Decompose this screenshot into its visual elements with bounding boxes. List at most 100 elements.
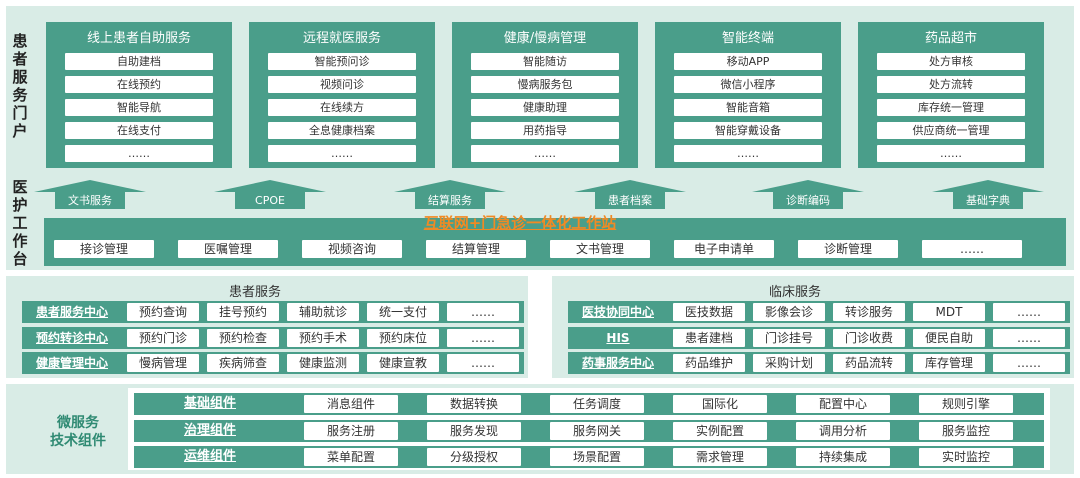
portal-item[interactable]: …… <box>877 145 1025 162</box>
service-item[interactable]: MDT <box>913 303 985 321</box>
portal-item[interactable]: 智能随访 <box>471 53 619 70</box>
service-item[interactable]: 转诊服务 <box>833 303 905 321</box>
workstation-item[interactable]: 电子申请单 <box>674 240 774 258</box>
arrow-head-icon <box>752 180 864 192</box>
service-item[interactable]: 预约查询 <box>127 303 199 321</box>
microservice-row-label: 基础组件 <box>183 396 236 411</box>
service-item[interactable]: 预约门诊 <box>127 329 199 347</box>
portal-item[interactable]: 微信小程序 <box>674 76 822 93</box>
portal-item[interactable]: 在线预约 <box>65 76 213 93</box>
service-item[interactable]: 挂号预约 <box>207 303 279 321</box>
microservices-label: 微服务 技术组件 <box>38 414 118 450</box>
portal-item[interactable]: 用药指导 <box>471 122 619 139</box>
microservice-item[interactable]: 调用分析 <box>796 422 890 440</box>
microservice-item[interactable]: 国际化 <box>673 395 767 413</box>
workstation-item[interactable]: 诊断管理 <box>798 240 898 258</box>
microservice-item[interactable]: 规则引擎 <box>919 395 1013 413</box>
service-item[interactable]: …… <box>447 303 519 321</box>
service-item[interactable]: 影像会诊 <box>753 303 825 321</box>
service-item[interactable]: 健康宣教 <box>367 354 439 372</box>
service-item[interactable]: …… <box>447 354 519 372</box>
arrow-label: 文书服务 <box>55 192 125 209</box>
arrow-label: 患者档案 <box>595 192 665 209</box>
service-item[interactable]: 库存管理 <box>913 354 985 372</box>
service-item[interactable]: 便民自助 <box>913 329 985 347</box>
microservices-label-line2: 技术组件 <box>50 433 106 449</box>
microservice-item[interactable]: 服务发现 <box>427 422 521 440</box>
portal-item[interactable]: 慢病服务包 <box>471 76 619 93</box>
portal-item[interactable]: 供应商统一管理 <box>877 122 1025 139</box>
up-arrow: 患者档案 <box>570 180 690 209</box>
portal-item[interactable]: 在线续方 <box>268 99 416 116</box>
microservice-item[interactable]: 服务注册 <box>304 422 398 440</box>
arrow-head-icon <box>932 180 1044 192</box>
service-row-label: 预约转诊中心 <box>35 331 108 345</box>
service-item[interactable]: 门诊挂号 <box>753 329 825 347</box>
microservice-item[interactable]: 实时监控 <box>919 448 1013 466</box>
workstation-item[interactable]: 医嘱管理 <box>178 240 278 258</box>
microservice-item[interactable]: 配置中心 <box>796 395 890 413</box>
workstation-item[interactable]: 文书管理 <box>550 240 650 258</box>
portal-item[interactable]: 库存统一管理 <box>877 99 1025 116</box>
service-item[interactable]: 预约检查 <box>207 329 279 347</box>
service-item[interactable]: 采购计划 <box>753 354 825 372</box>
microservice-item[interactable]: 服务监控 <box>919 422 1013 440</box>
service-item[interactable]: 患者建档 <box>673 329 745 347</box>
workstation-item[interactable]: …… <box>922 240 1022 258</box>
microservice-item[interactable]: 任务调度 <box>550 395 644 413</box>
workstation-item[interactable]: 结算管理 <box>426 240 526 258</box>
microservice-item[interactable]: 数据转换 <box>427 395 521 413</box>
service-item[interactable]: 预约床位 <box>367 329 439 347</box>
portal-item[interactable]: 自助建档 <box>65 53 213 70</box>
portal-item[interactable]: …… <box>674 145 822 162</box>
service-item[interactable]: …… <box>993 303 1065 321</box>
microservice-item[interactable]: 分级授权 <box>427 448 521 466</box>
up-arrow: 文书服务 <box>30 180 150 209</box>
service-item[interactable]: 药品流转 <box>833 354 905 372</box>
arrow-label: CPOE <box>235 192 305 209</box>
service-item[interactable]: 健康监测 <box>287 354 359 372</box>
portal-item[interactable]: …… <box>471 145 619 162</box>
portal-item[interactable]: 视频问诊 <box>268 76 416 93</box>
arrow-head-icon <box>574 180 686 192</box>
portal-item[interactable]: 移动APP <box>674 53 822 70</box>
portal-item[interactable]: 在线支付 <box>65 122 213 139</box>
portal-item[interactable]: 智能导航 <box>65 99 213 116</box>
service-item[interactable]: 预约手术 <box>287 329 359 347</box>
portal-column-title: 线上患者自助服务 <box>86 31 191 46</box>
service-item[interactable]: 慢病管理 <box>127 354 199 372</box>
portal-item[interactable]: 智能穿戴设备 <box>674 122 822 139</box>
portal-item[interactable]: …… <box>268 145 416 162</box>
service-item[interactable]: 统一支付 <box>367 303 439 321</box>
portal-item[interactable]: 健康助理 <box>471 99 619 116</box>
microservice-item[interactable]: 持续集成 <box>796 448 890 466</box>
microservice-item[interactable]: 实例配置 <box>673 422 767 440</box>
portal-item[interactable]: 处方流转 <box>877 76 1025 93</box>
workstation-label: 医护工作台 <box>12 178 28 268</box>
service-item[interactable]: 药品维护 <box>673 354 745 372</box>
workstation-item[interactable]: 接诊管理 <box>54 240 154 258</box>
service-item[interactable]: …… <box>447 329 519 347</box>
portal-item[interactable]: 处方审核 <box>877 53 1025 70</box>
portal-item[interactable]: 智能预问诊 <box>268 53 416 70</box>
microservice-row-label: 治理组件 <box>183 423 236 438</box>
service-item[interactable]: …… <box>993 354 1065 372</box>
portal-column <box>452 22 638 168</box>
microservice-item[interactable]: 菜单配置 <box>304 448 398 466</box>
microservice-item[interactable]: 需求管理 <box>673 448 767 466</box>
service-item[interactable]: 疾病筛查 <box>207 354 279 372</box>
portal-label: 患者服务门户 <box>12 32 28 140</box>
microservice-item[interactable]: 场景配置 <box>550 448 644 466</box>
portal-column <box>655 22 841 168</box>
portal-item[interactable]: …… <box>65 145 213 162</box>
service-item[interactable]: 医技数据 <box>673 303 745 321</box>
portal-item[interactable]: 智能音箱 <box>674 99 822 116</box>
service-item[interactable]: 辅助就诊 <box>287 303 359 321</box>
microservice-item[interactable]: 消息组件 <box>304 395 398 413</box>
portal-item[interactable]: 全息健康档案 <box>268 122 416 139</box>
service-item[interactable]: …… <box>993 329 1065 347</box>
microservice-item[interactable]: 服务网关 <box>550 422 644 440</box>
service-item[interactable]: 门诊收费 <box>833 329 905 347</box>
portal-column <box>858 22 1044 168</box>
workstation-item[interactable]: 视频咨询 <box>302 240 402 258</box>
